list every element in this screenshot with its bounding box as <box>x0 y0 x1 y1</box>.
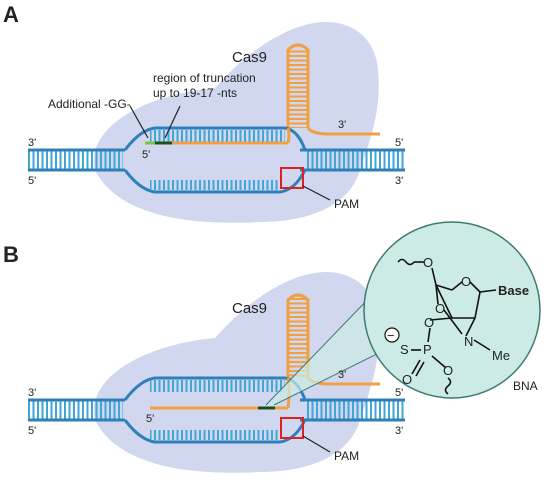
pam-box-b <box>280 417 304 439</box>
annotation-trunc-2: up to 19-17 -nts <box>153 86 237 100</box>
cas9-label-b: Cas9 <box>232 300 267 317</box>
trunc-pointer <box>164 105 181 139</box>
chem-s: S <box>400 342 409 357</box>
dna-duplex-right-a <box>300 148 405 172</box>
end-top-left-b: 3' <box>28 387 36 399</box>
annotation-trunc-1: region of truncation <box>153 71 256 85</box>
chem-charge: − <box>387 328 395 343</box>
dna-duplex-left-a <box>28 148 125 172</box>
chem-o-3prime: O <box>424 315 434 330</box>
guide-hairpin-b <box>286 293 380 386</box>
cas9-label-a: Cas9 <box>232 49 267 66</box>
panel-b: B <box>3 221 541 473</box>
modification-label: BNA <box>513 379 538 393</box>
end-bottom-right-a: 3' <box>395 175 403 187</box>
zoom-circle <box>363 221 541 399</box>
guide-3prime-a: 3' <box>338 119 346 131</box>
end-top-right-a: 5' <box>395 137 403 149</box>
pam-pointer-a <box>302 185 331 201</box>
guide-3prime-b: 3' <box>338 369 346 381</box>
chem-o-ring: O <box>461 274 471 289</box>
bna-structure <box>397 258 497 395</box>
chem-p: P <box>423 342 432 357</box>
annotation-added-gg: Additional -GG- <box>48 97 131 111</box>
chem-o-double: O <box>402 372 412 387</box>
guide-rna-a <box>145 127 291 145</box>
chem-o-bridge: O <box>435 301 445 316</box>
chem-base: Base <box>498 283 529 298</box>
panel-a: A <box>3 2 405 223</box>
chem-o-ester: O <box>443 363 453 378</box>
dna-bubble-a <box>123 126 307 194</box>
pam-box-a <box>280 167 304 189</box>
dna-duplex-right-b <box>300 398 405 422</box>
chem-me: Me <box>492 348 510 363</box>
end-top-left-a: 3' <box>28 137 36 149</box>
pam-label-b: PAM <box>334 449 359 463</box>
gg-pointer <box>129 105 149 139</box>
end-top-right-b: 5' <box>395 387 403 399</box>
guide-5prime-b: 5' <box>146 413 154 425</box>
guide-5prime-a: 5' <box>142 149 150 161</box>
chem-n: N <box>464 334 473 349</box>
end-bottom-right-b: 3' <box>395 425 403 437</box>
pam-label-a: PAM <box>334 197 359 211</box>
dna-duplex-left-b <box>28 398 125 422</box>
guide-hairpin-a <box>286 43 380 136</box>
negative-charge <box>384 327 400 343</box>
panel-a-label: A <box>3 2 19 27</box>
end-bottom-left-b: 5' <box>28 425 36 437</box>
chem-o-5prime: O <box>423 255 433 270</box>
panel-b-label: B <box>3 242 19 267</box>
end-bottom-left-a: 5' <box>28 175 36 187</box>
pam-pointer-b <box>302 435 331 453</box>
